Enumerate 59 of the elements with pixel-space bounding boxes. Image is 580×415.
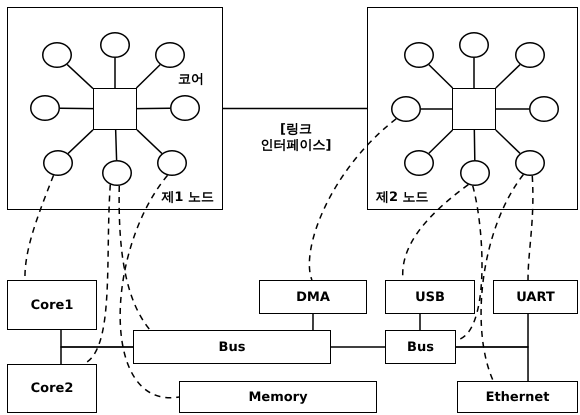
circle-node [100,32,130,58]
connector-line [473,58,475,88]
circle-node [460,160,490,186]
connector-line [60,346,133,364]
connector-line [68,129,94,154]
connector-line [60,107,94,110]
connector-line [312,314,314,330]
hub-square [92,88,136,130]
circle-node [102,160,132,186]
circle-node [42,42,72,68]
node-frame [7,7,223,210]
component-box: Core2 [7,364,97,413]
connector-line [136,129,162,154]
dashed-connector [119,174,179,398]
component-box: Core1 [7,280,97,330]
part-label: 코어 [178,71,204,88]
circle-node [514,42,544,68]
circle-node [514,150,544,176]
circle-node [170,94,200,120]
connector-line [331,346,385,348]
component-box: Memory [179,381,377,413]
node-frame [367,7,578,210]
component-box: Bus [133,330,331,364]
connector-line [496,108,529,110]
component-box: USB [385,280,475,314]
connector-line [428,64,454,89]
connector-line [66,64,94,90]
circle-node [404,42,434,68]
hub-square [452,88,496,130]
node-caption: 제2 노드 [376,189,429,206]
component-box: Bus [385,330,456,364]
circle-node [404,150,434,176]
connector-line [421,108,452,110]
circle-node [156,150,186,176]
connector-line [495,64,520,89]
connector-line [136,64,161,89]
connector-line [474,130,476,160]
circle-node [42,150,72,176]
node-caption: 제1 노드 [161,189,214,206]
connector-line [114,130,118,160]
dashed-connector [527,176,534,280]
dashed-connector [118,186,151,330]
circle-node [528,96,558,122]
connector-line [456,346,529,381]
dashed-connector [308,118,397,280]
circle-node [390,96,420,122]
connector-line [223,108,367,110]
circle-node [154,42,184,68]
circle-node [458,32,488,58]
circle-node [30,94,60,120]
dashed-connector [480,174,524,382]
component-box: Ethernet [457,381,578,413]
connector-line [136,107,170,110]
component-box: DMA [259,280,367,314]
connector-line [495,129,520,154]
component-box: UART [493,280,578,314]
connector-line [419,314,421,330]
connector-line [114,58,116,88]
connector-line [428,129,454,154]
